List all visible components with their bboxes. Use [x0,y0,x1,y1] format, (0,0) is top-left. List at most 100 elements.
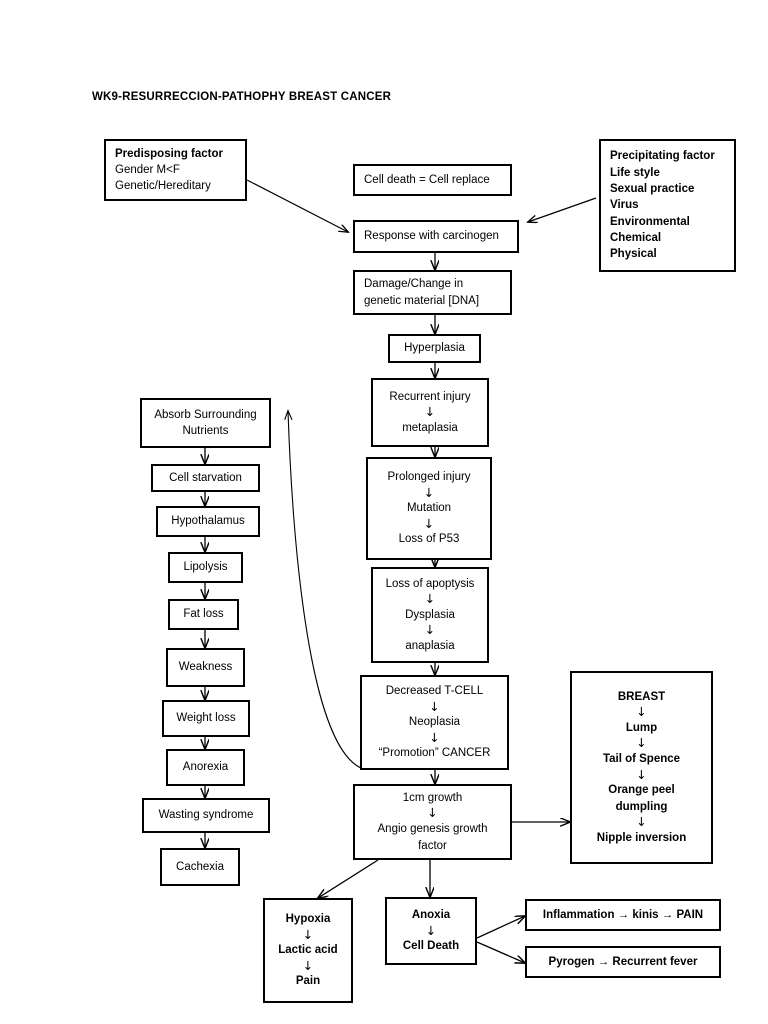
down-arrow-icon: ↓ [424,591,436,607]
connector-anoxia-to-inflammation [476,916,525,939]
node-line: Anorexia [182,761,229,774]
node-cell-death[interactable]: Cell death = Cell replace [353,164,512,196]
connector-predisposing-to-response [246,179,348,232]
node-line: Prolonged injury [387,471,471,484]
node-line: Weakness [178,661,233,674]
node-pyrogen-recurrent-fever[interactable]: Pyrogen → Recurrent fever [525,946,721,978]
node-hyperplasia[interactable]: Hyperplasia [388,334,481,363]
node-line: Hyperplasia [404,342,465,355]
node-line: Precipitating factor [610,150,715,163]
node-hypoxia-lactic-acid-pain[interactable]: Hypoxia ↓ Lactic acid ↓ Pain [263,898,353,1003]
node-line: “Promotion” CANCER [378,747,491,760]
node-predisposing-factor[interactable]: Predisposing factor Gender M<F Genetic/H… [104,139,247,201]
node-inflammation-kinis-pain[interactable]: Inflammation → kinis → PAIN [525,899,721,931]
node-damage-change-genetic[interactable]: Damage/Change in genetic material [DNA] [353,270,512,315]
node-line: Lipolysis [183,561,228,574]
node-line: Nipple inversion [596,831,687,844]
node-line: Hypothalamus [171,515,245,528]
node-precipitating-factor[interactable]: Precipitating factor Life style Sexual p… [599,139,736,272]
node-line: Hypoxia [285,913,331,926]
node-line: genetic material [DNA] [364,294,480,307]
down-arrow-icon: ↓ [424,404,436,420]
node-line: Neoplasia [408,716,461,729]
down-arrow-icon: ↓ [423,484,435,500]
node-line: Environmental [610,215,690,228]
node-line: Lump [625,722,658,735]
node-loss-apoptysis-dysplasia-anaplasia[interactable]: Loss of apoptysis ↓ Dysplasia ↓ anaplasi… [371,567,489,663]
node-line: Loss of apoptysis [385,577,475,590]
down-arrow-icon: ↓ [636,704,647,720]
node-line: Pyrogen → Recurrent fever [548,955,698,968]
node-line: Angio genesis growth [377,823,488,836]
down-arrow-icon: ↓ [423,515,435,531]
node-response-with-carcinogen[interactable]: Response with carcinogen [353,220,519,253]
node-line: Dysplasia [405,608,455,621]
node-anoxia-cell-death[interactable]: Anoxia ↓ Cell Death [385,897,477,965]
node-cell-starvation[interactable]: Cell starvation [151,464,260,492]
node-line: Cachexia [176,860,224,873]
node-line: metaplasia [402,421,458,434]
connector-growth-to-hypoxia [318,859,379,898]
node-line: Pain [295,975,321,988]
node-line: Life style [610,166,660,179]
node-line: Damage/Change in [364,278,464,291]
down-arrow-icon: ↓ [424,622,436,638]
node-breast-manifestations[interactable]: BREAST ↓ Lump ↓ Tail of Spence ↓ Orange … [570,671,713,864]
node-line: dumpling [615,800,668,813]
node-prolonged-injury-mutation-p53[interactable]: Prolonged injury ↓ Mutation ↓ Loss of P5… [366,457,492,560]
down-arrow-icon: ↓ [302,926,314,942]
node-weight-loss[interactable]: Weight loss [162,700,250,737]
node-line: Inflammation → kinis → PAIN [542,908,704,921]
connector-tcell-to-absorb-curve [288,411,362,769]
node-line: Absorb Surrounding [154,408,257,421]
node-line: Genetic/Hereditary [115,180,211,193]
node-decreased-tcell-neoplasia-cancer[interactable]: Decreased T-CELL ↓ Neoplasia ↓ “Promotio… [360,675,509,770]
node-line: Chemical [610,231,662,244]
node-line: Response with carcinogen [364,230,499,243]
connector-precipitating-to-response [528,197,597,222]
node-line: Cell death = Cell replace [364,173,490,186]
down-arrow-icon: ↓ [427,805,438,821]
node-line: Physical [610,248,657,261]
node-line: Anoxia [411,909,451,922]
node-line: Recurrent injury [389,390,471,403]
node-hypothalamus[interactable]: Hypothalamus [156,506,260,537]
down-arrow-icon: ↓ [425,922,437,938]
node-lipolysis[interactable]: Lipolysis [168,552,243,583]
node-line: Mutation [406,502,452,515]
node-cachexia[interactable]: Cachexia [160,848,240,886]
node-line: anaplasia [405,639,455,652]
node-line: BREAST [617,691,666,704]
node-line: Orange peel [608,784,675,797]
down-arrow-icon: ↓ [302,957,314,973]
down-arrow-icon: ↓ [429,698,440,714]
down-arrow-icon: ↓ [636,766,647,782]
node-line: Decreased T-CELL [385,685,484,698]
node-line: Fat loss [183,608,224,621]
node-wasting-syndrome[interactable]: Wasting syndrome [142,798,270,833]
node-line: Nutrients [182,425,229,437]
node-line: Sexual practice [610,183,695,195]
connector-anoxia-to-pyrogen [476,941,525,963]
node-line: Virus [610,199,639,212]
down-arrow-icon: ↓ [636,735,647,751]
node-line: Lactic acid [278,944,338,957]
node-line: Tail of Spence [602,753,681,766]
down-arrow-icon: ↓ [429,729,440,745]
page-title: WK9-RESURRECCION-PATHOPHY BREAST CANCER [92,91,392,103]
node-recurrent-injury-metaplasia[interactable]: Recurrent injury ↓ metaplasia [371,378,489,447]
node-line: 1cm growth [402,792,463,805]
node-absorb-surrounding-nutrients[interactable]: Absorb Surrounding Nutrients [140,398,271,448]
node-line: Cell Death [402,940,460,953]
node-fat-loss[interactable]: Fat loss [168,599,239,630]
node-line: Weight loss [176,712,236,725]
node-anorexia[interactable]: Anorexia [166,749,245,786]
node-weakness[interactable]: Weakness [166,648,245,687]
node-1cm-growth-angiogenesis[interactable]: 1cm growth ↓ Angio genesis growth factor [353,784,512,860]
node-line: Wasting syndrome [158,809,254,822]
node-line: Loss of P53 [398,533,460,546]
node-line: factor [418,839,447,852]
node-line: Gender M<F [115,163,180,176]
